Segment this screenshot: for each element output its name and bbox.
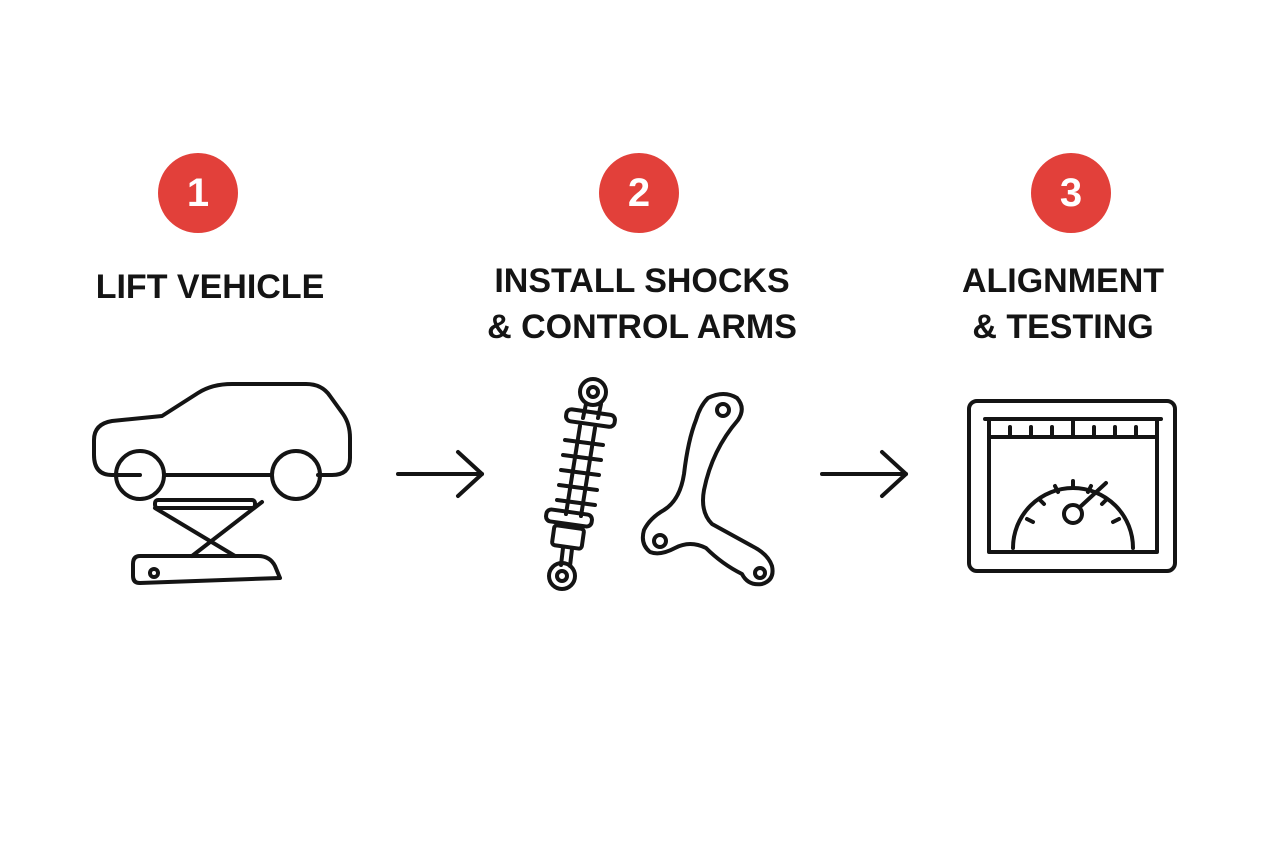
gauge-ticks bbox=[1025, 479, 1121, 524]
step-3-title: ALIGNMENT & TESTING bbox=[863, 258, 1263, 350]
step-2-badge: 2 bbox=[599, 153, 679, 233]
step-1-title-line-1: LIFT VEHICLE bbox=[95, 268, 325, 306]
step-3-badge: 3 bbox=[1031, 153, 1111, 233]
shock-absorber-icon bbox=[544, 377, 617, 591]
step-1-badge: 1 bbox=[158, 153, 238, 233]
step-3-title-line-1: ALIGNMENT bbox=[961, 262, 1165, 300]
ruler-ticks bbox=[987, 417, 1159, 439]
control-arm-icon bbox=[640, 392, 775, 587]
step-1-title: LIFT VEHICLE bbox=[10, 264, 410, 310]
gauge-monitor-icon bbox=[967, 399, 1177, 573]
step-2-title-line-1: INSTALL SHOCKS bbox=[494, 262, 790, 300]
step-2-title: INSTALL SHOCKS & CONTROL ARMS bbox=[442, 258, 842, 350]
arrow-right-icon bbox=[820, 450, 908, 498]
arrow-right-icon bbox=[396, 450, 484, 498]
step-2-title-line-2: & CONTROL ARMS bbox=[487, 308, 797, 346]
car-on-jack-icon bbox=[92, 382, 352, 585]
step-3-title-line-2: & TESTING bbox=[972, 308, 1154, 346]
